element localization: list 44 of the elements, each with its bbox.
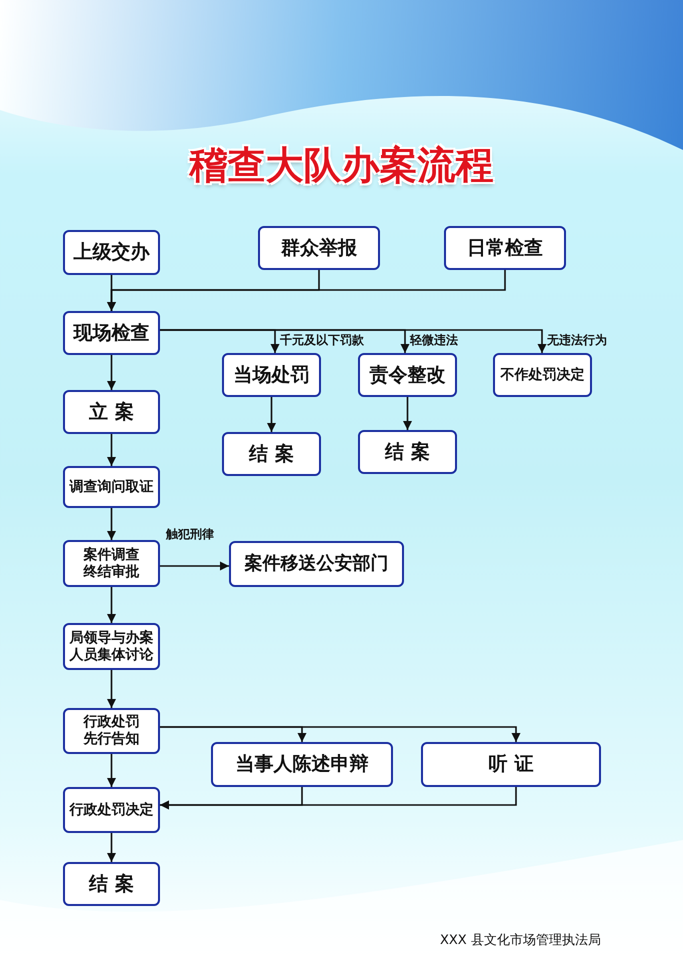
box-text: 立 案 bbox=[89, 400, 134, 424]
process-box bbox=[358, 430, 457, 474]
box-text: 群众举报 bbox=[281, 236, 357, 260]
process-box bbox=[63, 466, 160, 508]
box-text: 当场处罚 bbox=[234, 364, 310, 386]
box-text: 不作处罚决定 bbox=[500, 366, 584, 384]
box-text: 日常检查 bbox=[467, 236, 543, 260]
box-text: 案件移送公安部门 bbox=[244, 553, 388, 575]
process-box bbox=[493, 353, 592, 397]
process-box bbox=[63, 862, 160, 906]
box-text: 行政处罚先行告知 bbox=[82, 714, 140, 748]
box-text: 局领导与办案人员集体讨论 bbox=[68, 630, 154, 664]
process-box bbox=[63, 230, 160, 275]
box-text: 调查询问取证 bbox=[70, 478, 154, 496]
process-box bbox=[421, 742, 601, 787]
process-box bbox=[229, 541, 404, 587]
process-box bbox=[63, 708, 160, 754]
edge-label: 千元及以下罚款 bbox=[280, 334, 364, 346]
box-text: 结 案 bbox=[89, 872, 134, 896]
process-box bbox=[211, 742, 393, 787]
process-box bbox=[63, 623, 160, 670]
edge-label: 无违法行为 bbox=[547, 334, 607, 346]
process-box bbox=[358, 353, 457, 397]
process-box bbox=[222, 353, 321, 397]
box-text: 现场检查 bbox=[74, 322, 150, 344]
process-box bbox=[63, 787, 160, 833]
box-text: 责令整改 bbox=[370, 364, 446, 386]
edge-label: 轻微违法 bbox=[410, 334, 458, 346]
box-text: 听 证 bbox=[488, 753, 534, 776]
box-text: 当事人陈述申辩 bbox=[236, 753, 368, 776]
process-box bbox=[63, 390, 160, 434]
box-text: 上级交办 bbox=[74, 241, 150, 264]
box-text: 行政处罚决定 bbox=[70, 802, 154, 818]
edge-label: 触犯刑律 bbox=[166, 528, 214, 540]
box-text: 结 案 bbox=[249, 442, 294, 466]
process-box bbox=[444, 226, 566, 270]
title: 稽查大队办案流程 bbox=[188, 141, 494, 189]
footer-note: XXX 县文化市场管理执法局 bbox=[440, 934, 601, 947]
process-box bbox=[222, 432, 321, 476]
box-text: 结 案 bbox=[385, 440, 430, 464]
process-box bbox=[63, 540, 160, 587]
box-text: 案件调查终结审批 bbox=[82, 546, 140, 580]
process-box bbox=[258, 226, 380, 270]
process-box bbox=[63, 311, 160, 355]
